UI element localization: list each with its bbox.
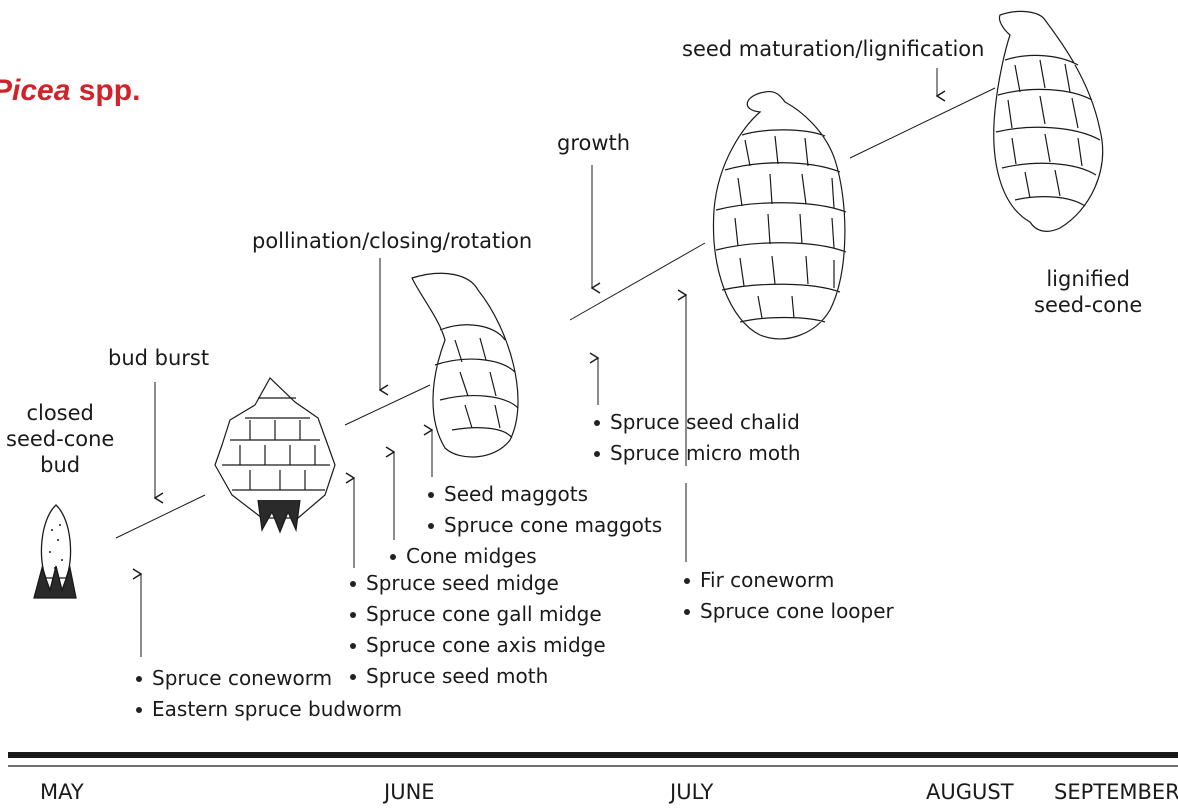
- pest-item: Spruce seed moth: [348, 661, 606, 692]
- pest-item: Spruce cone maggots: [426, 510, 662, 541]
- timeline-segment: [849, 87, 996, 159]
- growth-cone-illustration: [712, 90, 847, 340]
- lignified-cone-illustration: [993, 10, 1104, 232]
- bud-burst-illustration: [214, 377, 336, 534]
- month-label: JULY: [670, 780, 714, 804]
- pest-item: Spruce cone gall midge: [348, 599, 606, 630]
- pollination-cone-illustration: [411, 272, 519, 458]
- pest-item: Cone midges: [388, 541, 537, 572]
- month-label: JUNE: [384, 780, 435, 804]
- stage-lignified-line: seed-cone: [1034, 293, 1143, 317]
- stage-closed-bud: closed seed-cone bud: [6, 400, 114, 478]
- pest-item: Fir coneworm: [682, 565, 894, 596]
- timeline-segment: [115, 494, 206, 539]
- pest-item: Eastern spruce budworm: [134, 694, 402, 725]
- pest-list-group3: Cone midges: [388, 541, 537, 572]
- stage-lignified: lignified seed-cone: [1034, 266, 1142, 318]
- pest-item: Spruce cone looper: [682, 596, 894, 627]
- title-suffix: spp.: [78, 74, 141, 107]
- closed-bud-illustration: [33, 504, 77, 599]
- diagram-title: Picea spp.: [0, 74, 140, 108]
- pest-item: Spruce seed chalid: [592, 407, 801, 438]
- stage-maturation: seed maturation/lignification: [682, 37, 985, 61]
- stage-closed-bud-line: closed: [26, 401, 94, 425]
- timeline-axis-bar: [8, 752, 1178, 758]
- stage-pollination: pollination/closing/rotation: [252, 229, 533, 253]
- pest-list-group6: Fir coneworm Spruce cone looper: [682, 565, 894, 627]
- pest-item: Seed maggots: [426, 479, 662, 510]
- pest-list-group5: Spruce seed chalid Spruce micro moth: [592, 407, 801, 469]
- pest-list-group1: Spruce coneworm Eastern spruce budworm: [134, 663, 402, 725]
- month-label: AUGUST: [926, 780, 1014, 804]
- title-genus: Picea: [0, 74, 71, 107]
- pest-item: Spruce cone axis midge: [348, 630, 606, 661]
- month-label: SEPTEMBER: [1054, 780, 1178, 804]
- month-label: MAY: [40, 780, 84, 804]
- timeline-segment: [344, 384, 431, 426]
- stage-bud-burst: bud burst: [108, 346, 210, 370]
- pest-list-group2: Spruce seed midge Spruce cone gall midge…: [348, 568, 606, 692]
- stage-growth: growth: [557, 131, 631, 155]
- timeline-segment: [569, 242, 706, 321]
- stage-closed-bud-line: bud: [40, 453, 81, 477]
- stage-closed-bud-line: seed-cone: [6, 427, 115, 451]
- pest-list-group4: Seed maggots Spruce cone maggots: [426, 479, 662, 541]
- stage-lignified-line: lignified: [1046, 267, 1130, 291]
- pest-item: Spruce coneworm: [134, 663, 402, 694]
- pest-item: Spruce seed midge: [348, 568, 606, 599]
- pest-item: Spruce micro moth: [592, 438, 801, 469]
